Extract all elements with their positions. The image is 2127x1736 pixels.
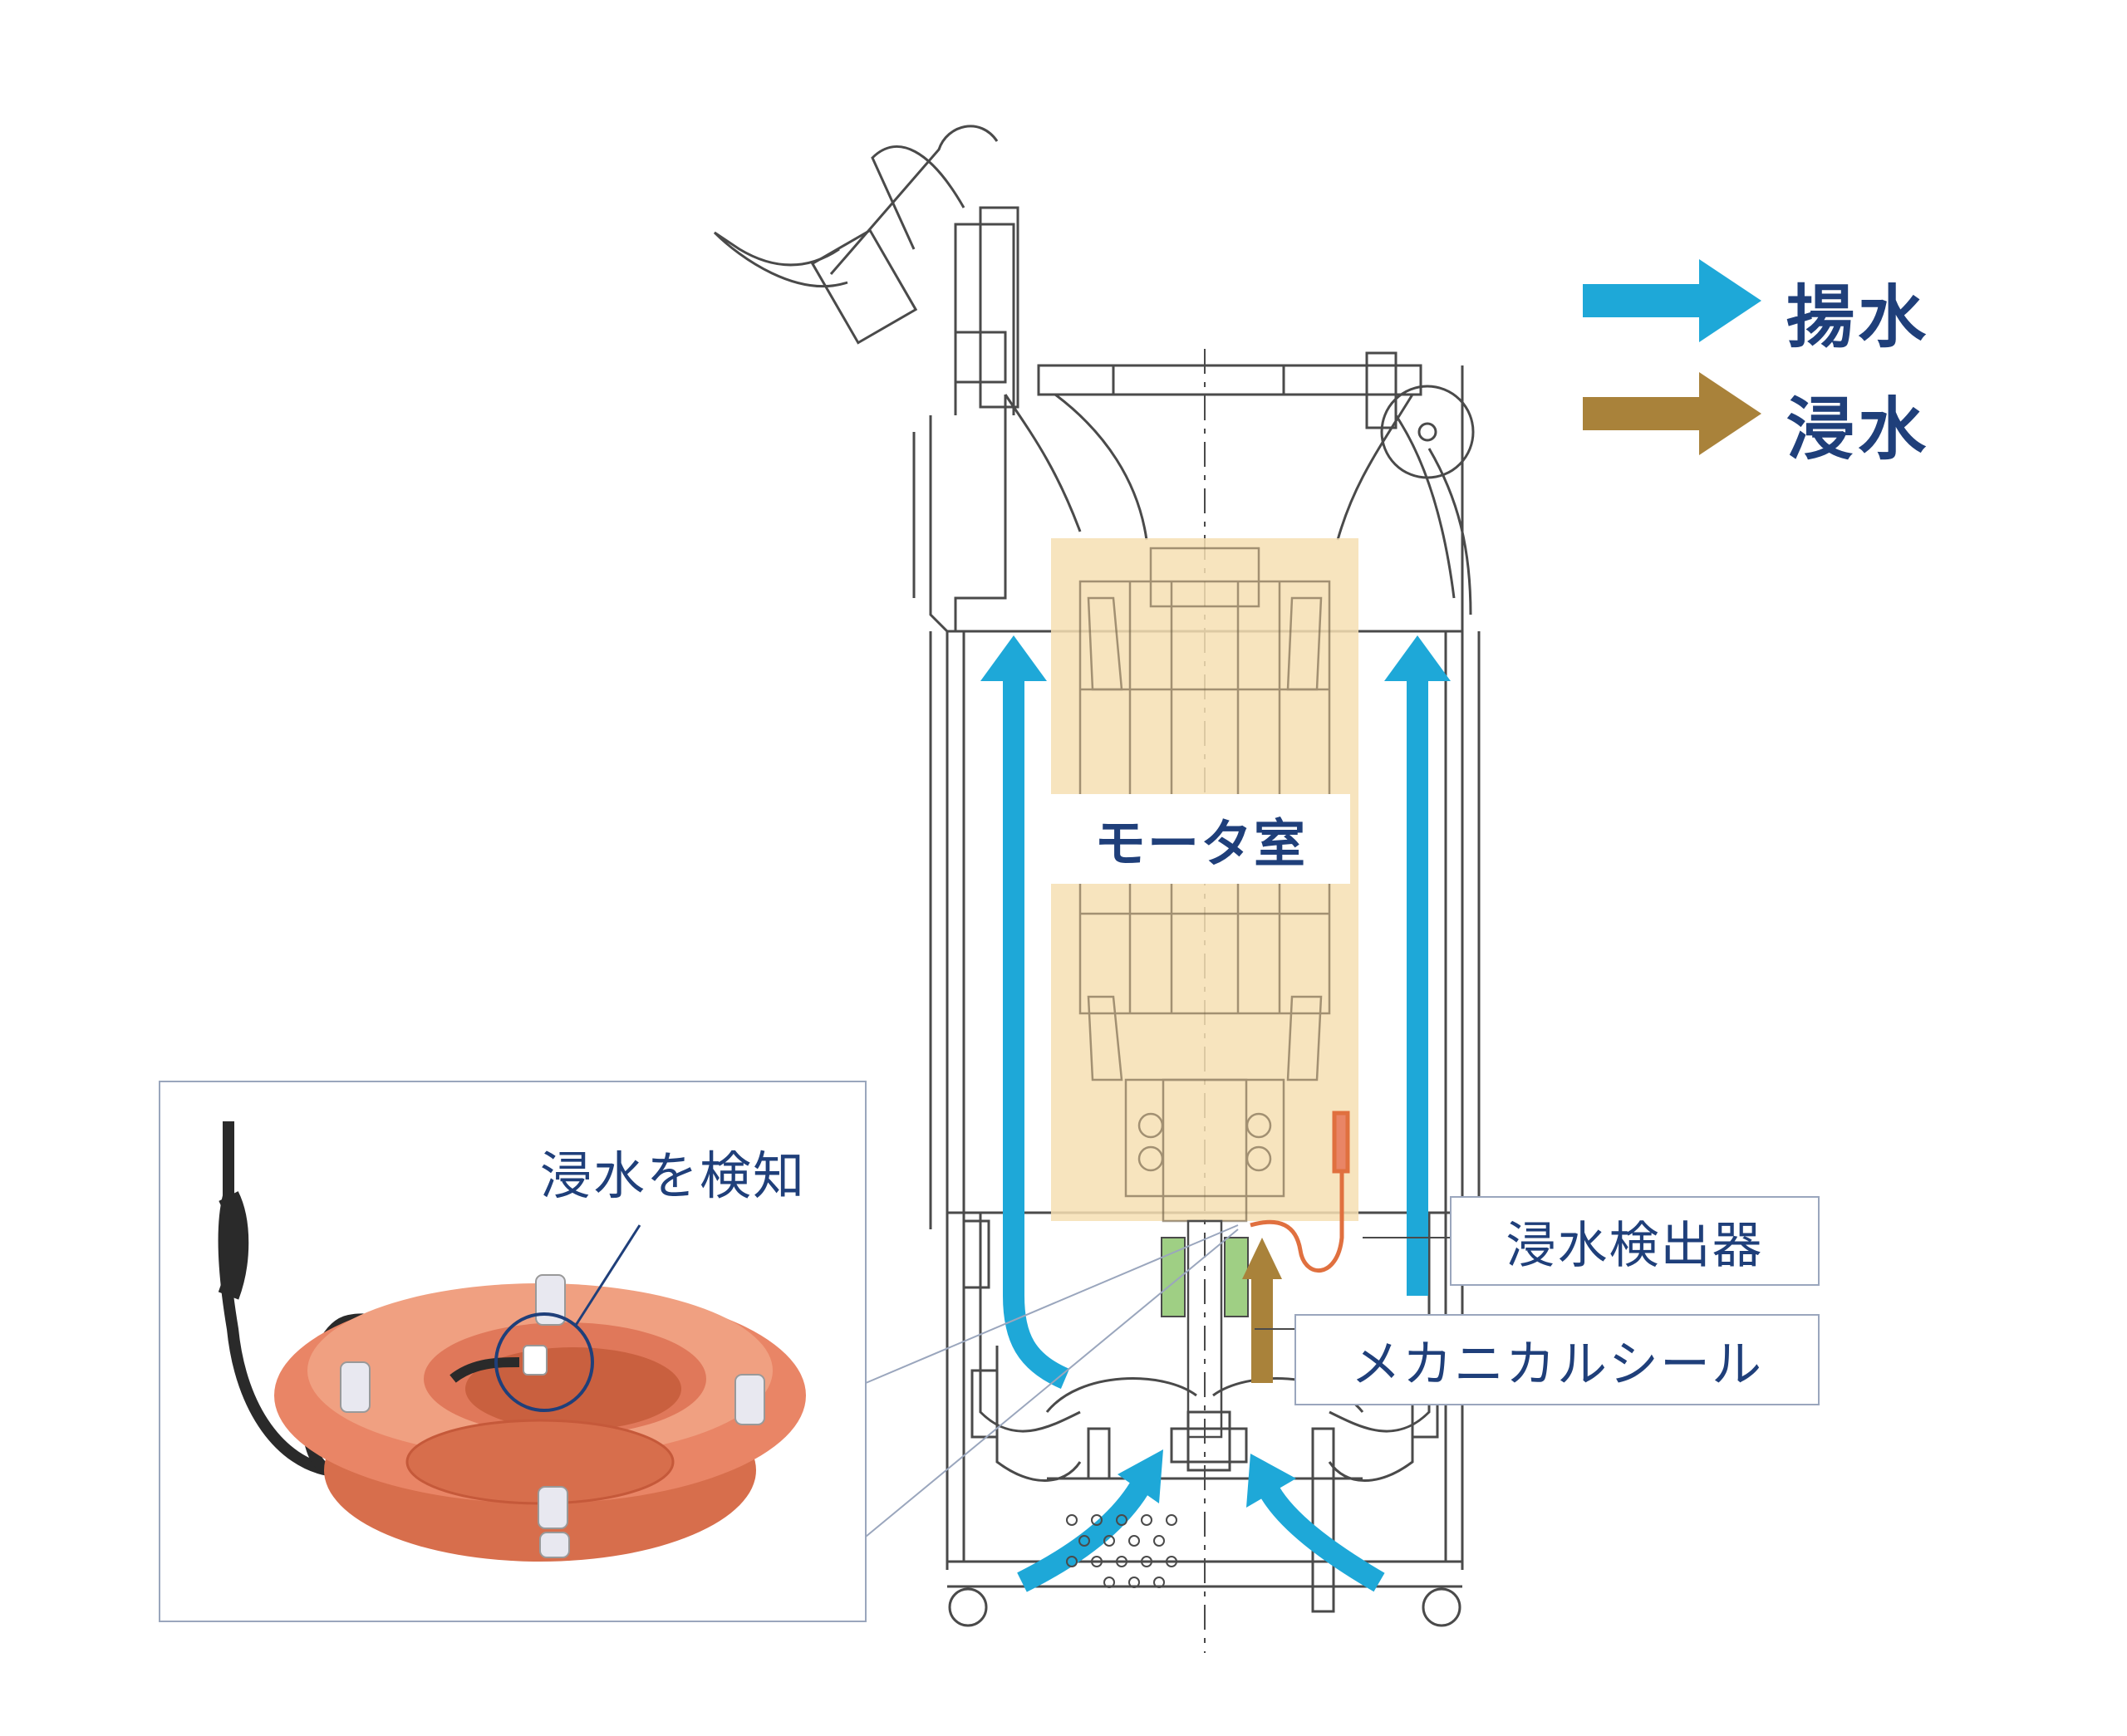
pump-flow-arrow-right <box>1384 635 1451 1296</box>
legend-leak-arrow <box>1583 372 1761 455</box>
seal-green-left <box>1161 1237 1186 1317</box>
pump-outline <box>713 125 1481 1653</box>
inlet-flow-arrow-right <box>1246 1454 1385 1592</box>
inlet-flow-arrow-left <box>1017 1449 1163 1592</box>
leak-detector-sensor <box>1250 1111 1350 1273</box>
motor-room-label: モータ室 <box>1051 794 1350 884</box>
pump-flow-arrow-left <box>980 635 1070 1389</box>
leak-detector-illustration <box>218 1121 806 1562</box>
leak-detector-label: 浸水検出器 <box>1450 1196 1820 1286</box>
shaft <box>1186 1219 1223 1439</box>
inset-caption: 浸水を検知 <box>539 1145 806 1206</box>
inset-connector <box>865 1224 1239 1537</box>
mechanical-seal-label: メカニカルシール <box>1294 1314 1820 1405</box>
legend-pump-arrow <box>1583 259 1761 342</box>
legend-leak-label: 浸水 <box>1786 390 1930 469</box>
strainer-mesh <box>1066 1514 1177 1588</box>
legend-pump-label: 揚水 <box>1786 278 1930 357</box>
